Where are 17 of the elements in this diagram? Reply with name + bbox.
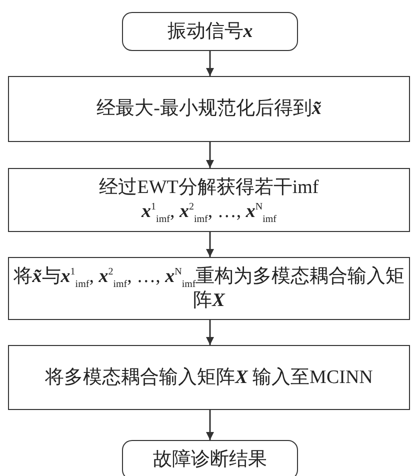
terminal-box [122, 440, 298, 476]
box-text: 振动信号x [167, 20, 253, 44]
arrow [206, 51, 214, 76]
box-text: 经最大-最小规范化后得到x̃ [96, 97, 322, 121]
process-box [8, 257, 410, 320]
process-box [8, 345, 410, 410]
box-text: 将多模态耦合输入矩阵X 输入至MCINN [45, 366, 373, 390]
arrow [206, 142, 214, 168]
box-text: 故障诊断结果 [153, 448, 267, 472]
process-box [8, 168, 410, 232]
arrow [206, 320, 214, 345]
arrow [206, 410, 214, 440]
terminal-box [122, 12, 298, 51]
process-box [8, 76, 410, 142]
arrow [206, 232, 214, 257]
box-text: 将x̃与x$^{1}$$_{imf}$, x$^{2}$$_{imf}$, …, x$^{N}$$_{imf}$重构为多模态耦合输入矩阵X [12, 264, 406, 312]
box-text: 经过EWT分解获得若干imf [99, 176, 319, 200]
